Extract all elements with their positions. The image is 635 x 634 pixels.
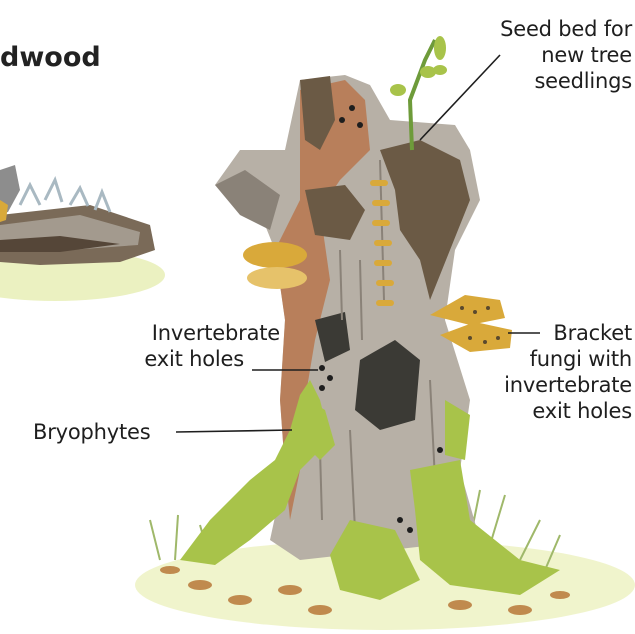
label-bracket-fungi: Bracket fungi with invertebrate exit hol…: [470, 320, 632, 424]
label-invertebrate-line-1: Invertebrate: [110, 320, 280, 346]
label-invertebrate-exit-holes: Invertebrate exit holes: [110, 320, 280, 372]
label-bracket-line-2: fungi with: [470, 346, 632, 372]
label-bracket-line-3: invertebrate: [470, 372, 632, 398]
leader-bryophytes: [176, 430, 292, 432]
label-bryophytes: Bryophytes: [33, 419, 150, 445]
label-bracket-line-1: Bracket: [470, 320, 632, 346]
page-title-fragment: dwood: [0, 42, 101, 73]
label-seed-bed-line-2: new tree: [460, 42, 632, 68]
label-seed-bed-line-3: seedlings: [460, 68, 632, 94]
label-bracket-line-4: exit holes: [470, 398, 632, 424]
label-seed-bed: Seed bed for new tree seedlings: [460, 16, 632, 94]
label-seed-bed-line-1: Seed bed for: [460, 16, 632, 42]
fallen-log: [0, 165, 165, 301]
label-invertebrate-line-2: exit holes: [110, 346, 280, 372]
